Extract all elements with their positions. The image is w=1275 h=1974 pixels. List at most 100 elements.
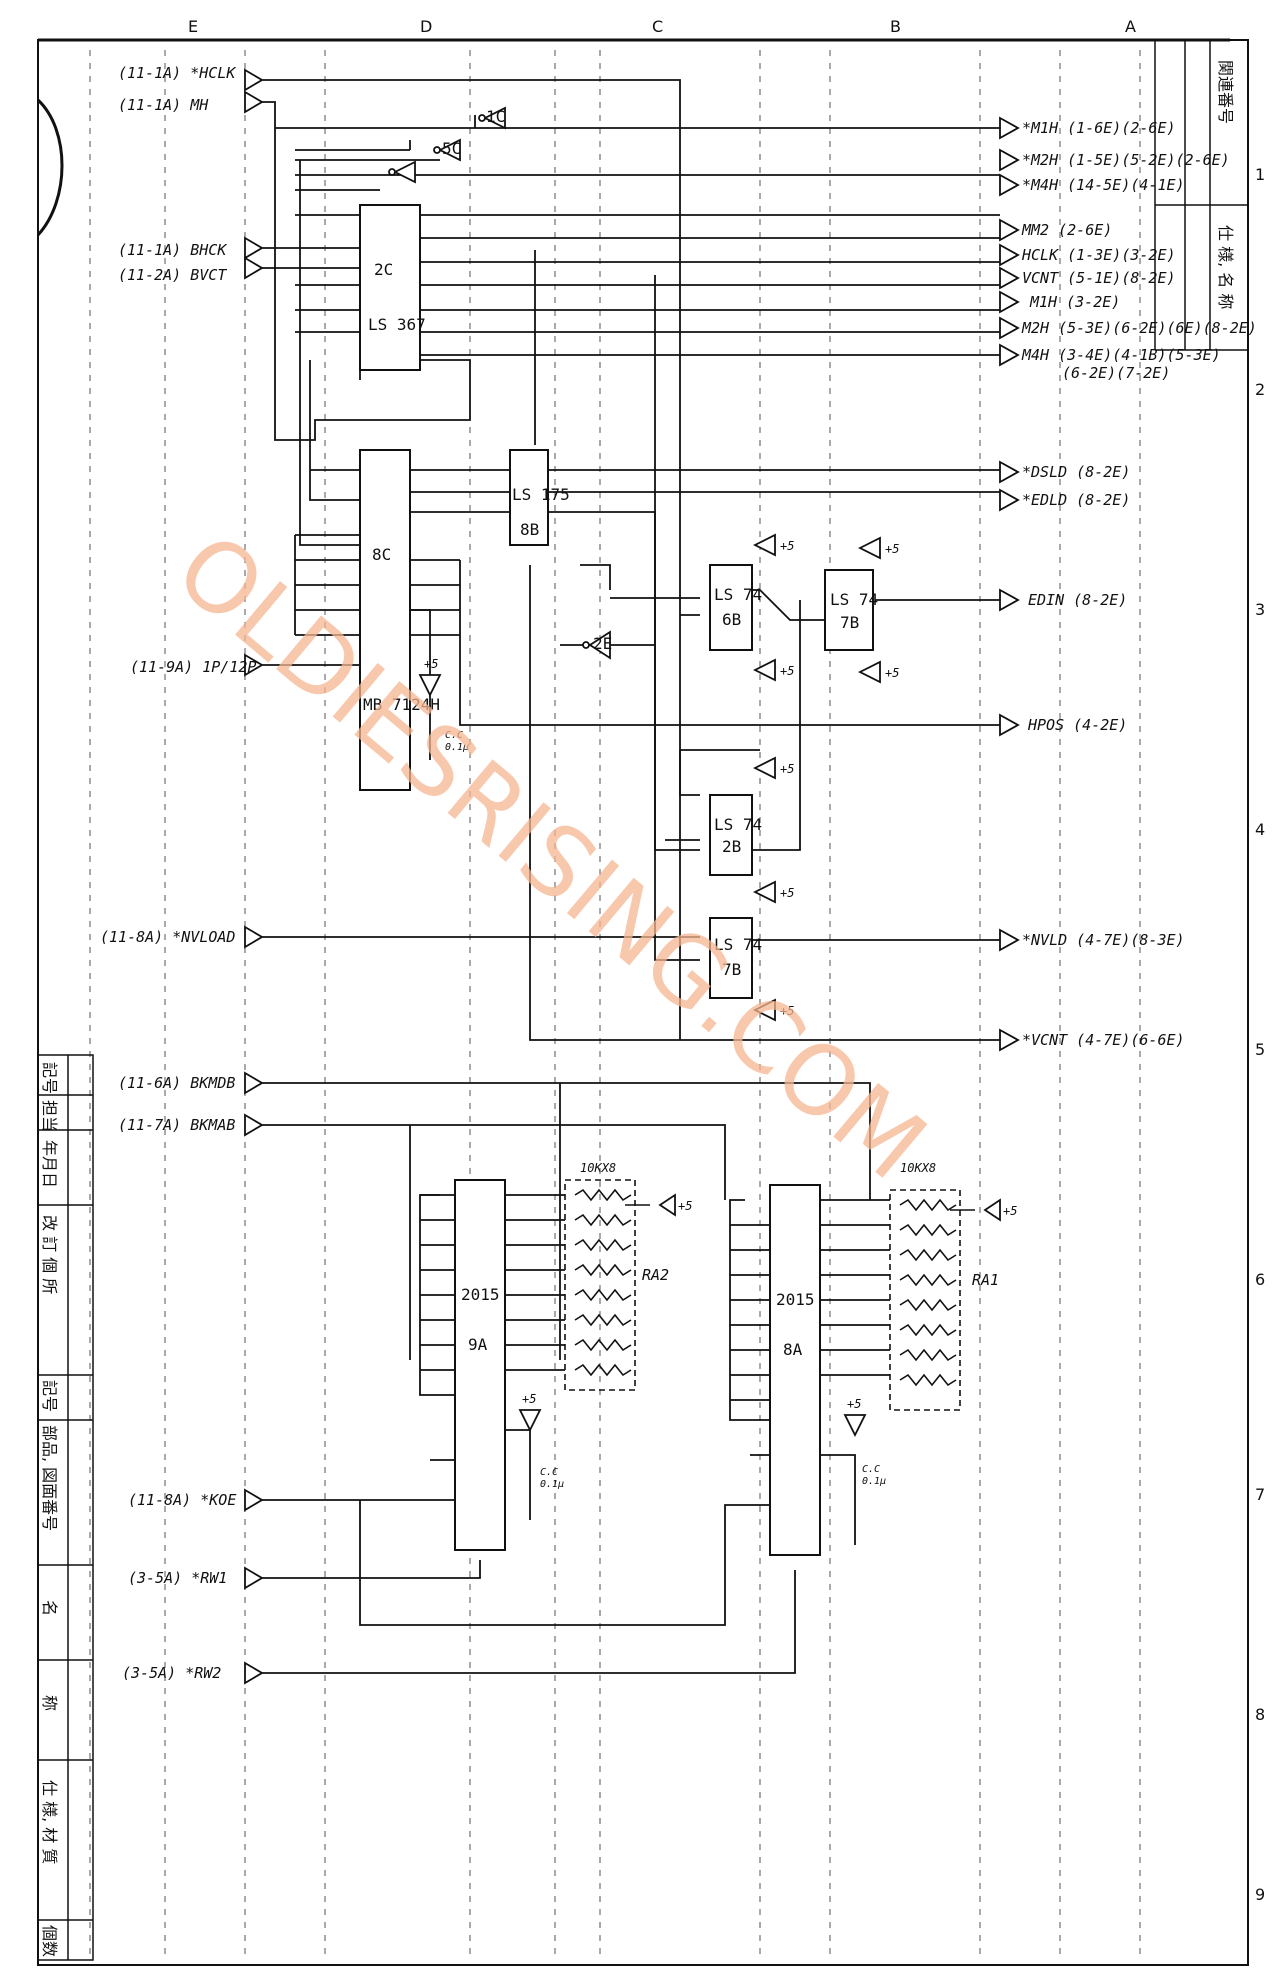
zone-numbers: 1 2 3 4 5 6 7 8 9 xyxy=(1255,165,1265,1904)
gate-1c-ref: 1C xyxy=(486,107,505,126)
chip-2c-part: LS 367 xyxy=(368,315,426,334)
chip-2b-part: LS 74 xyxy=(714,815,762,834)
binder-arc xyxy=(36,98,64,237)
plus5-labels: +5 +5 +5 +5 +5 +5 +5 +5 +5 +5 +5 +5 xyxy=(424,539,1017,1411)
chip-7b-bottom-ref: 7B xyxy=(722,960,741,979)
svg-text:称: 称 xyxy=(40,1695,59,1711)
chip-6b-ref: 6B xyxy=(722,610,741,629)
chip-8c-ref: 8C xyxy=(372,545,391,564)
svg-text:改 訂 個 所: 改 訂 個 所 xyxy=(40,1215,59,1294)
zone-letter-e: E xyxy=(188,17,198,36)
input-mh: (11-1A) MH xyxy=(118,96,209,114)
chip-6b-part: LS 74 xyxy=(714,585,762,604)
chip-8b-part: LS 175 xyxy=(512,485,570,504)
chip-8a-ref: 8A xyxy=(783,1340,803,1359)
chip-8a-part: 2015 xyxy=(776,1290,815,1309)
guide-lines xyxy=(89,50,1141,1955)
cap-labels: C.C 0.1μ C.C 0.1μ C.C 0.1μ xyxy=(445,730,886,1490)
title-block-left xyxy=(37,1054,94,1961)
ra1-part: 10KX8 xyxy=(900,1161,936,1175)
svg-text:8: 8 xyxy=(1255,1705,1265,1724)
input-bhck: (11-1A) BHCK xyxy=(118,241,227,259)
title-block-spec: 仕 様, 名 称 xyxy=(1216,225,1235,309)
svg-text:9: 9 xyxy=(1255,1885,1265,1904)
svg-text:+5: +5 xyxy=(885,542,899,556)
input-nvload: (11-8A) *NVLOAD xyxy=(100,928,235,946)
output-m1h-n: *M1H (1-6E)(2-6E) xyxy=(1022,119,1176,137)
zone-letter-b: B xyxy=(890,17,901,36)
svg-text:0.1μ: 0.1μ xyxy=(862,1476,886,1487)
output-m2h-n: *M2H (1-5E)(5-2E)(2-6E) xyxy=(1022,151,1230,169)
output-vcnt: VCNT (5-1E)(8-2E) xyxy=(1022,269,1176,287)
svg-text:C.C: C.C xyxy=(540,1467,558,1478)
svg-text:7: 7 xyxy=(1255,1485,1265,1504)
wires xyxy=(262,79,1000,1674)
svg-text:+5: +5 xyxy=(1003,1204,1017,1218)
svg-text:6: 6 xyxy=(1255,1270,1265,1289)
chip-7b-bottom-part: LS 74 xyxy=(714,935,762,954)
svg-text:+5: +5 xyxy=(780,664,794,678)
chip-9a-ref: 9A xyxy=(468,1335,488,1354)
chip-8c xyxy=(359,449,411,791)
ra1-ref: RA1 xyxy=(972,1271,999,1289)
ra2-part: 10KX8 xyxy=(580,1161,616,1175)
gate-5c-ref: 5C xyxy=(442,139,461,158)
gates xyxy=(244,68,1020,1685)
svg-text:C.C: C.C xyxy=(445,730,463,741)
svg-text:記号: 記号 xyxy=(40,1380,59,1412)
svg-text:+5: +5 xyxy=(780,1004,794,1018)
title-block-right xyxy=(1154,40,1248,351)
resistor-pack-ra1 xyxy=(889,1189,975,1411)
svg-text:仕 様, 材 質: 仕 様, 材 質 xyxy=(40,1780,59,1864)
output-edld: *EDLD (8-2E) xyxy=(1022,491,1130,509)
svg-text:+5: +5 xyxy=(780,886,794,900)
svg-text:+5: +5 xyxy=(885,666,899,680)
svg-text:1: 1 xyxy=(1255,165,1265,184)
svg-text:5: 5 xyxy=(1255,1040,1265,1059)
svg-text:0.1μ: 0.1μ xyxy=(445,742,469,753)
output-m2h: M2H (5-3E)(6-2E)(6E)(8-2E) xyxy=(1021,319,1257,337)
resistor-pack-ra2 xyxy=(564,1179,650,1391)
svg-text:+5: +5 xyxy=(678,1199,692,1213)
svg-text:名: 名 xyxy=(40,1600,59,1616)
input-hclk: (11-1A) *HCLK xyxy=(118,64,236,82)
svg-text:4: 4 xyxy=(1255,820,1265,839)
chip-6b xyxy=(709,564,753,651)
input-bkmab: (11-7A) BKMAB xyxy=(118,1116,235,1134)
output-nvld: *NVLD (4-7E)(8-3E) xyxy=(1022,931,1185,949)
title-block-left-text: 記号 担当 年月日 改 訂 個 所 記号 部品, 図面番号 名 称 仕 様, 材… xyxy=(40,1062,59,1957)
input-bvct: (11-2A) BVCT xyxy=(118,266,227,284)
svg-text:+5: +5 xyxy=(780,762,794,776)
output-m4h: M4H (3-4E)(4-1B)(5-3E) xyxy=(1021,346,1221,364)
output-m1h: M1H (3-2E) xyxy=(1029,293,1120,311)
chip-8a xyxy=(769,1184,821,1556)
svg-text:+5: +5 xyxy=(847,1397,861,1411)
chip-7b-bottom xyxy=(709,917,753,999)
svg-text:C.C: C.C xyxy=(862,1464,880,1475)
svg-text:部品, 図面番号: 部品, 図面番号 xyxy=(40,1425,59,1531)
input-rw2: (3-5A) *RW2 xyxy=(122,1664,221,1682)
chip-2b-ref: 2B xyxy=(722,837,741,856)
svg-text:3: 3 xyxy=(1255,600,1265,619)
zone-letter-a: A xyxy=(1125,17,1136,36)
zone-letter-d: D xyxy=(420,17,432,36)
output-edin: EDIN (8-2E) xyxy=(1028,591,1127,609)
output-m4h-cont: (6-2E)(7-2E) xyxy=(1062,364,1170,382)
chip-8b-ref: 8B xyxy=(520,520,539,539)
svg-text:担当: 担当 xyxy=(40,1100,59,1132)
svg-text:個数: 個数 xyxy=(40,1925,59,1957)
input-koe: (11-8A) *KOE xyxy=(128,1491,236,1509)
svg-text:0.1μ: 0.1μ xyxy=(540,1479,564,1490)
input-rw1: (3-5A) *RW1 xyxy=(128,1569,227,1587)
chip-2c-ref: 2C xyxy=(374,260,393,279)
gate-2e-ref: 2E xyxy=(593,634,612,653)
chip-2c xyxy=(359,204,421,371)
svg-text:年月日: 年月日 xyxy=(40,1140,59,1188)
output-mm2: MM2 (2-6E) xyxy=(1021,221,1112,239)
output-hclk: HCLK (1-3E)(3-2E) xyxy=(1021,246,1176,264)
svg-text:+5: +5 xyxy=(424,657,438,671)
svg-text:記号: 記号 xyxy=(40,1062,59,1094)
chip-9a xyxy=(454,1179,506,1551)
title-block-ref: 関連番号 xyxy=(1216,60,1235,124)
chip-2b xyxy=(709,794,753,876)
